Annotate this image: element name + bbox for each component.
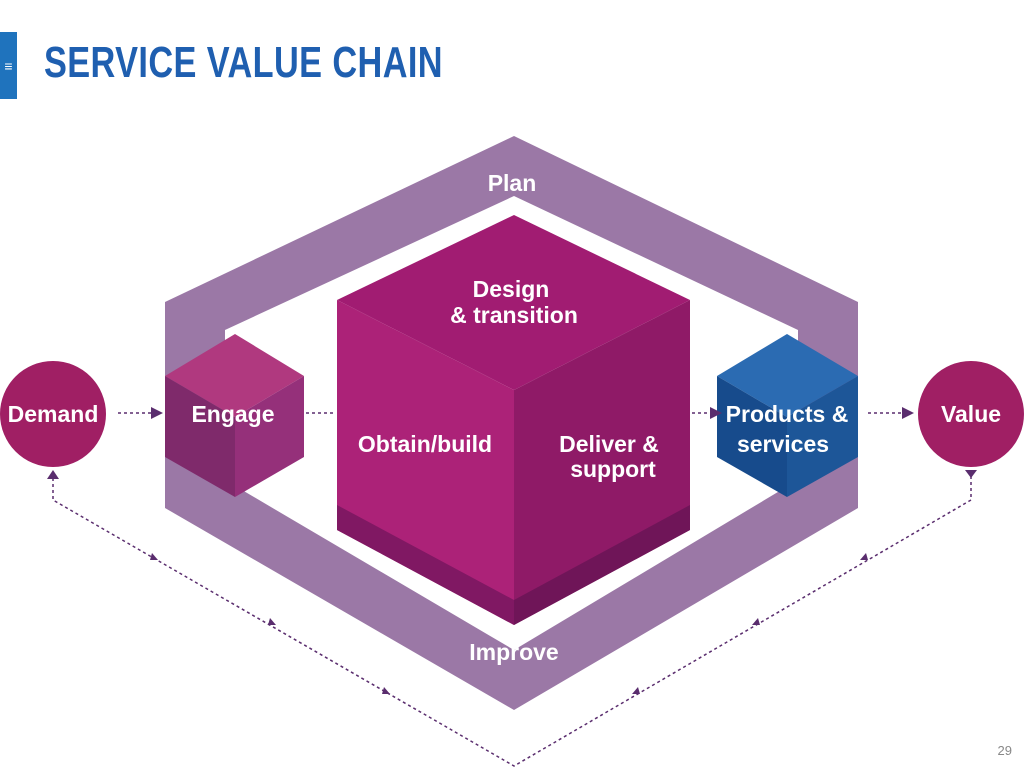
engage-label: Engage bbox=[191, 401, 274, 427]
page-title: SERVICE VALUE CHAIN bbox=[44, 38, 443, 87]
design-transition-label-line2: & transition bbox=[450, 302, 578, 328]
plan-label: Plan bbox=[488, 170, 537, 196]
central-cube bbox=[337, 215, 690, 625]
deliver-support-label-line2: support bbox=[570, 456, 656, 482]
products-services-label-line1: Products & bbox=[726, 401, 849, 427]
deliver-support-label-line1: Deliver & bbox=[559, 431, 659, 457]
value-label: Value bbox=[941, 401, 1001, 427]
engage-cube bbox=[165, 334, 304, 497]
obtain-build-label: Obtain/build bbox=[358, 431, 492, 457]
improve-label: Improve bbox=[469, 639, 558, 665]
page-number: 29 bbox=[997, 743, 1012, 758]
demand-circle bbox=[0, 361, 106, 467]
menu-icon[interactable]: ≡ bbox=[0, 32, 17, 99]
feedback-loop-arrowheads bbox=[47, 470, 977, 694]
value-circle bbox=[918, 361, 1024, 467]
products-services-label-line2: services bbox=[737, 431, 829, 457]
design-transition-label-line1: Design bbox=[473, 276, 550, 302]
demand-label: Demand bbox=[8, 401, 99, 427]
plan-improve-frame bbox=[165, 136, 858, 710]
products-services-cube bbox=[717, 334, 858, 497]
feedback-loop-arrow bbox=[52, 470, 972, 767]
